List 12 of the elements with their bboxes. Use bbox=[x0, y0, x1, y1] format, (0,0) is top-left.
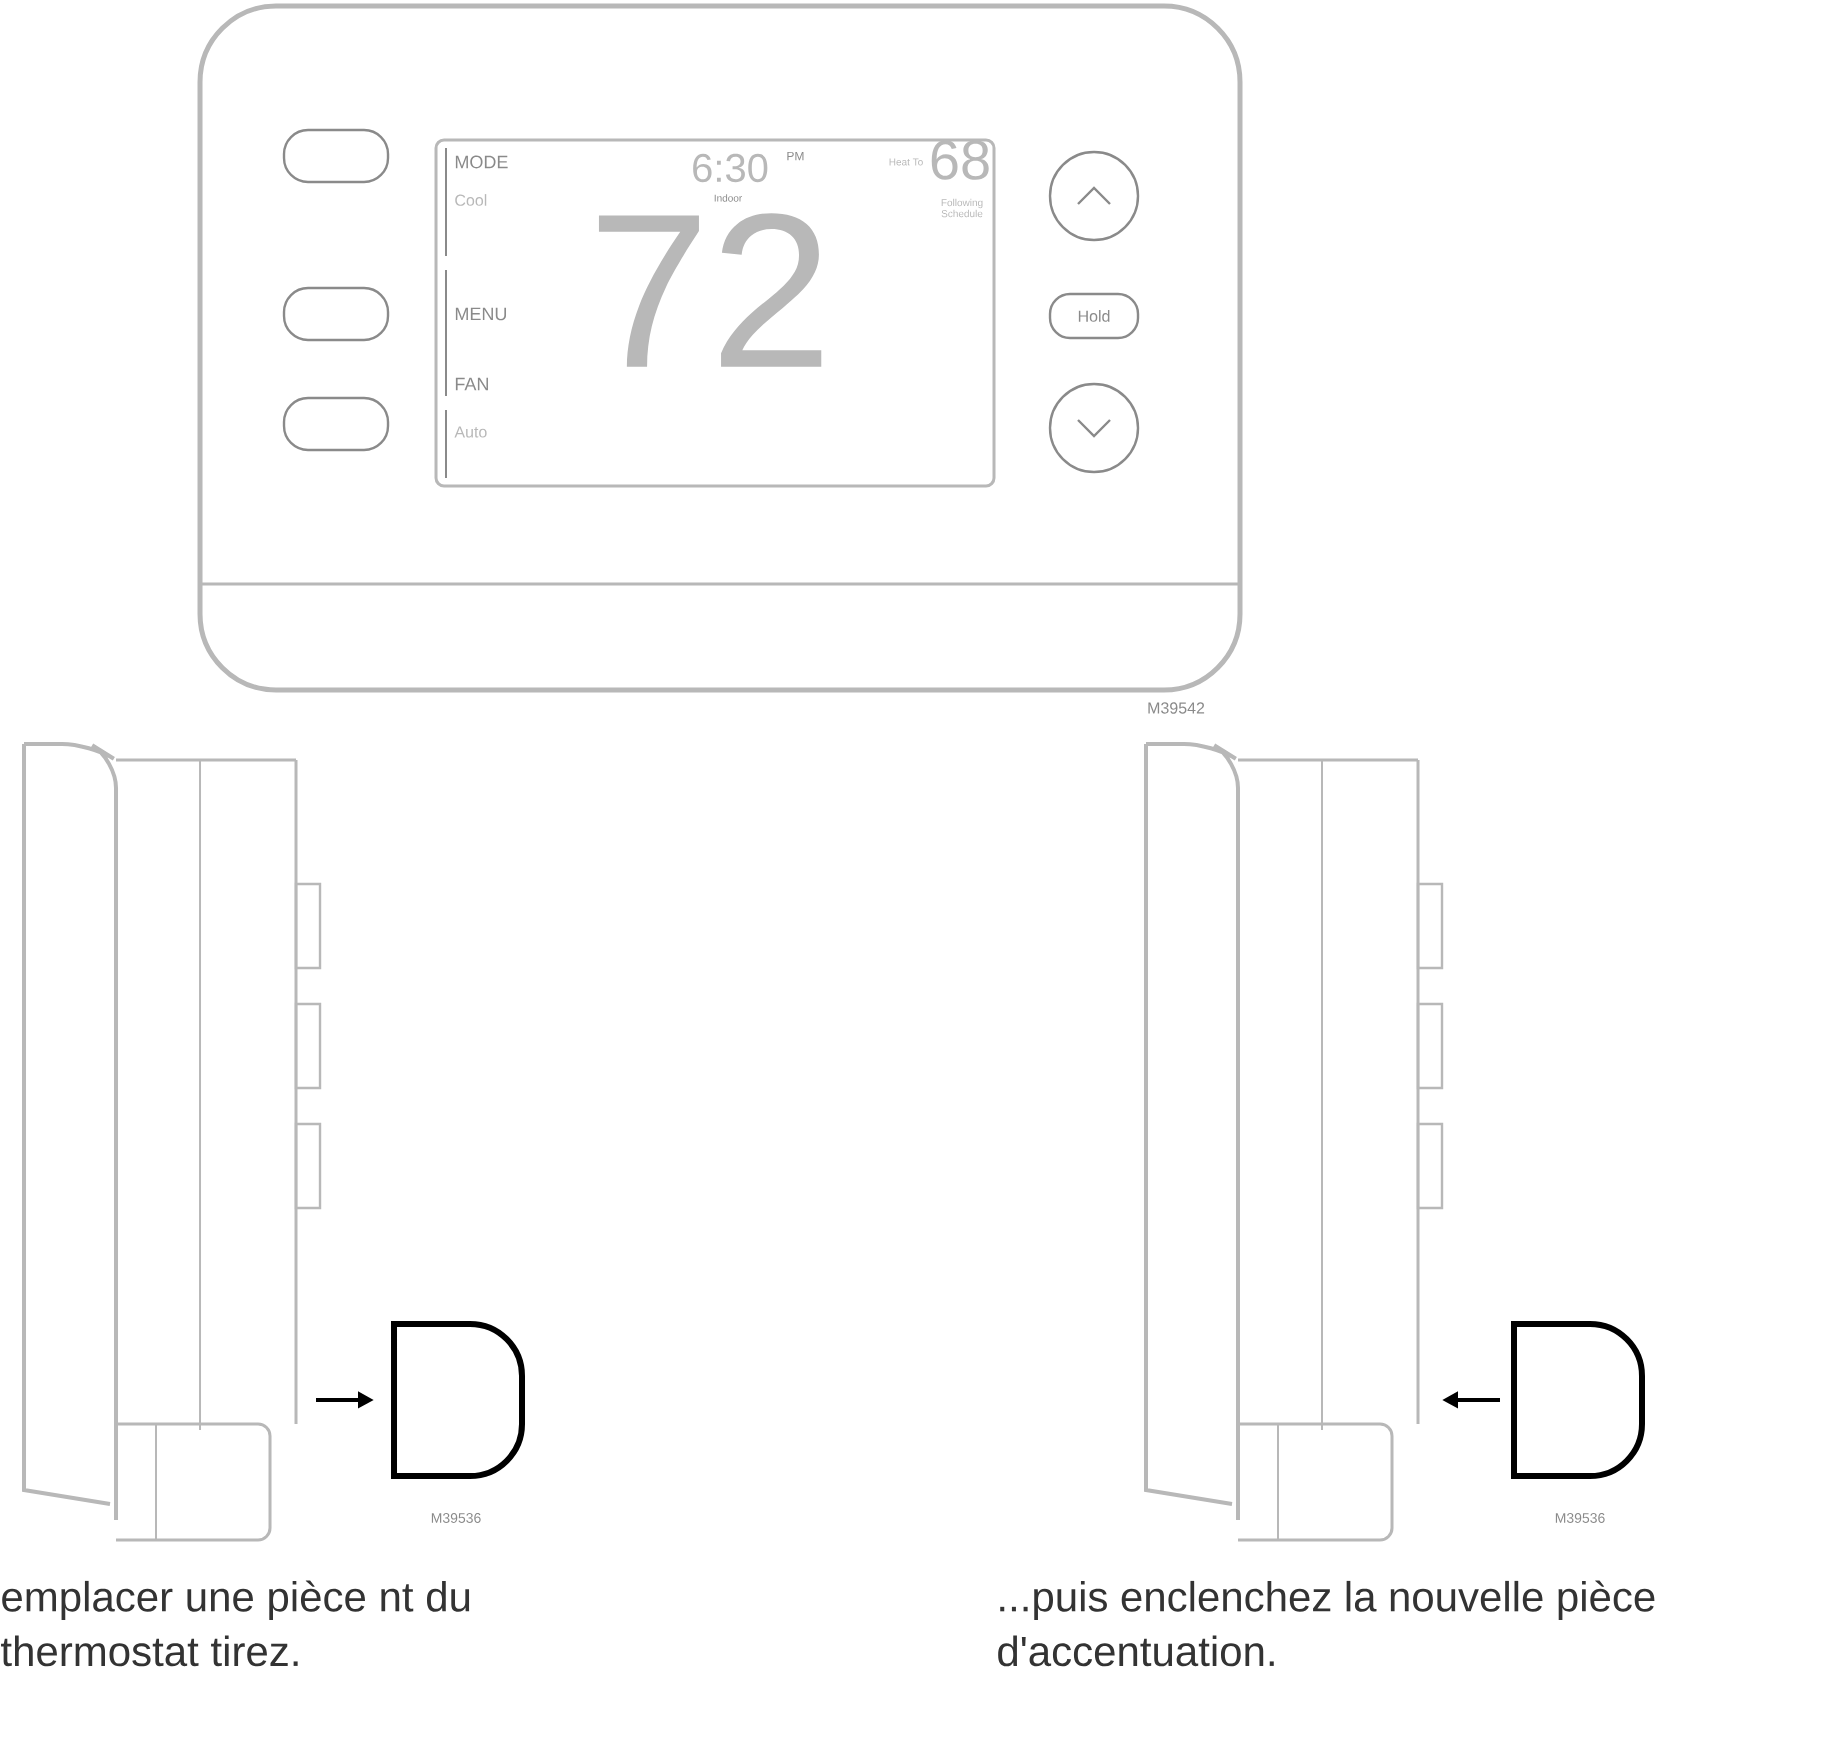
display-text: 6:30 bbox=[693, 153, 768, 183]
figure-number: M39542 bbox=[1148, 702, 1205, 714]
display-text: Auto bbox=[454, 426, 487, 438]
display-text: MODE bbox=[455, 155, 508, 169]
display-text: FAN bbox=[455, 377, 488, 391]
caption-text: emplacer une pièce nt du thermostat tirez. bbox=[1, 1580, 470, 1667]
display-text: 68 bbox=[931, 140, 989, 180]
display-text: Cool bbox=[455, 194, 487, 206]
caption-text: ...puis enclenchez la nouvelle pièce d'accentuation. bbox=[998, 1580, 1655, 1667]
display-text: MENU bbox=[455, 307, 506, 321]
hold-button: Hold bbox=[1048, 292, 1140, 340]
display-text: 72 bbox=[598, 213, 822, 367]
